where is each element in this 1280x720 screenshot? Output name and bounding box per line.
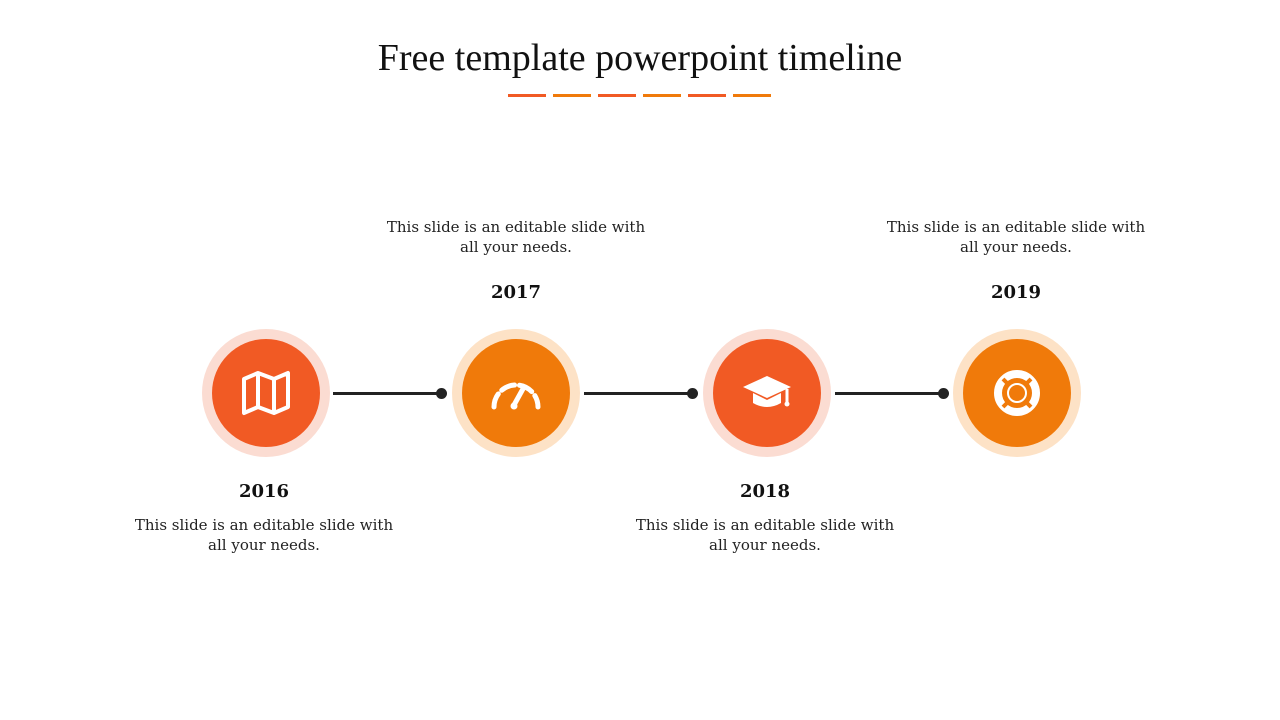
milestone-year: 2016 <box>238 481 290 502</box>
graduation-cap-icon <box>743 376 791 407</box>
underline-dash <box>643 94 681 97</box>
timeline-dot <box>938 388 949 399</box>
timeline-dot <box>436 388 447 399</box>
lifebuoy-icon <box>994 370 1040 416</box>
page-title: Free template powerpoint timeline <box>377 37 903 79</box>
milestone-description: This slide is an editable slide with all… <box>134 516 394 554</box>
timeline-connector <box>333 392 441 395</box>
timeline-dot <box>687 388 698 399</box>
milestone-description: This slide is an editable slide with all… <box>886 218 1146 256</box>
milestone-2019-circle <box>953 329 1081 457</box>
map-icon <box>242 371 290 415</box>
milestone-2018-circle <box>703 329 831 457</box>
milestone-description: This slide is an editable slide with all… <box>635 516 895 554</box>
underline-dash <box>553 94 591 97</box>
milestone-2017-circle <box>452 329 580 457</box>
underline-dash <box>688 94 726 97</box>
timeline-connector <box>835 392 943 395</box>
speedometer-icon <box>491 382 541 410</box>
underline-dash <box>598 94 636 97</box>
milestone-description: This slide is an editable slide with all… <box>386 218 646 256</box>
milestone-year: 2017 <box>490 282 542 303</box>
timeline-connector <box>584 392 692 395</box>
milestone-year: 2019 <box>990 282 1042 303</box>
underline-dash <box>508 94 546 97</box>
milestone-2016-circle <box>202 329 330 457</box>
milestone-year: 2018 <box>739 481 791 502</box>
underline-dash <box>733 94 771 97</box>
